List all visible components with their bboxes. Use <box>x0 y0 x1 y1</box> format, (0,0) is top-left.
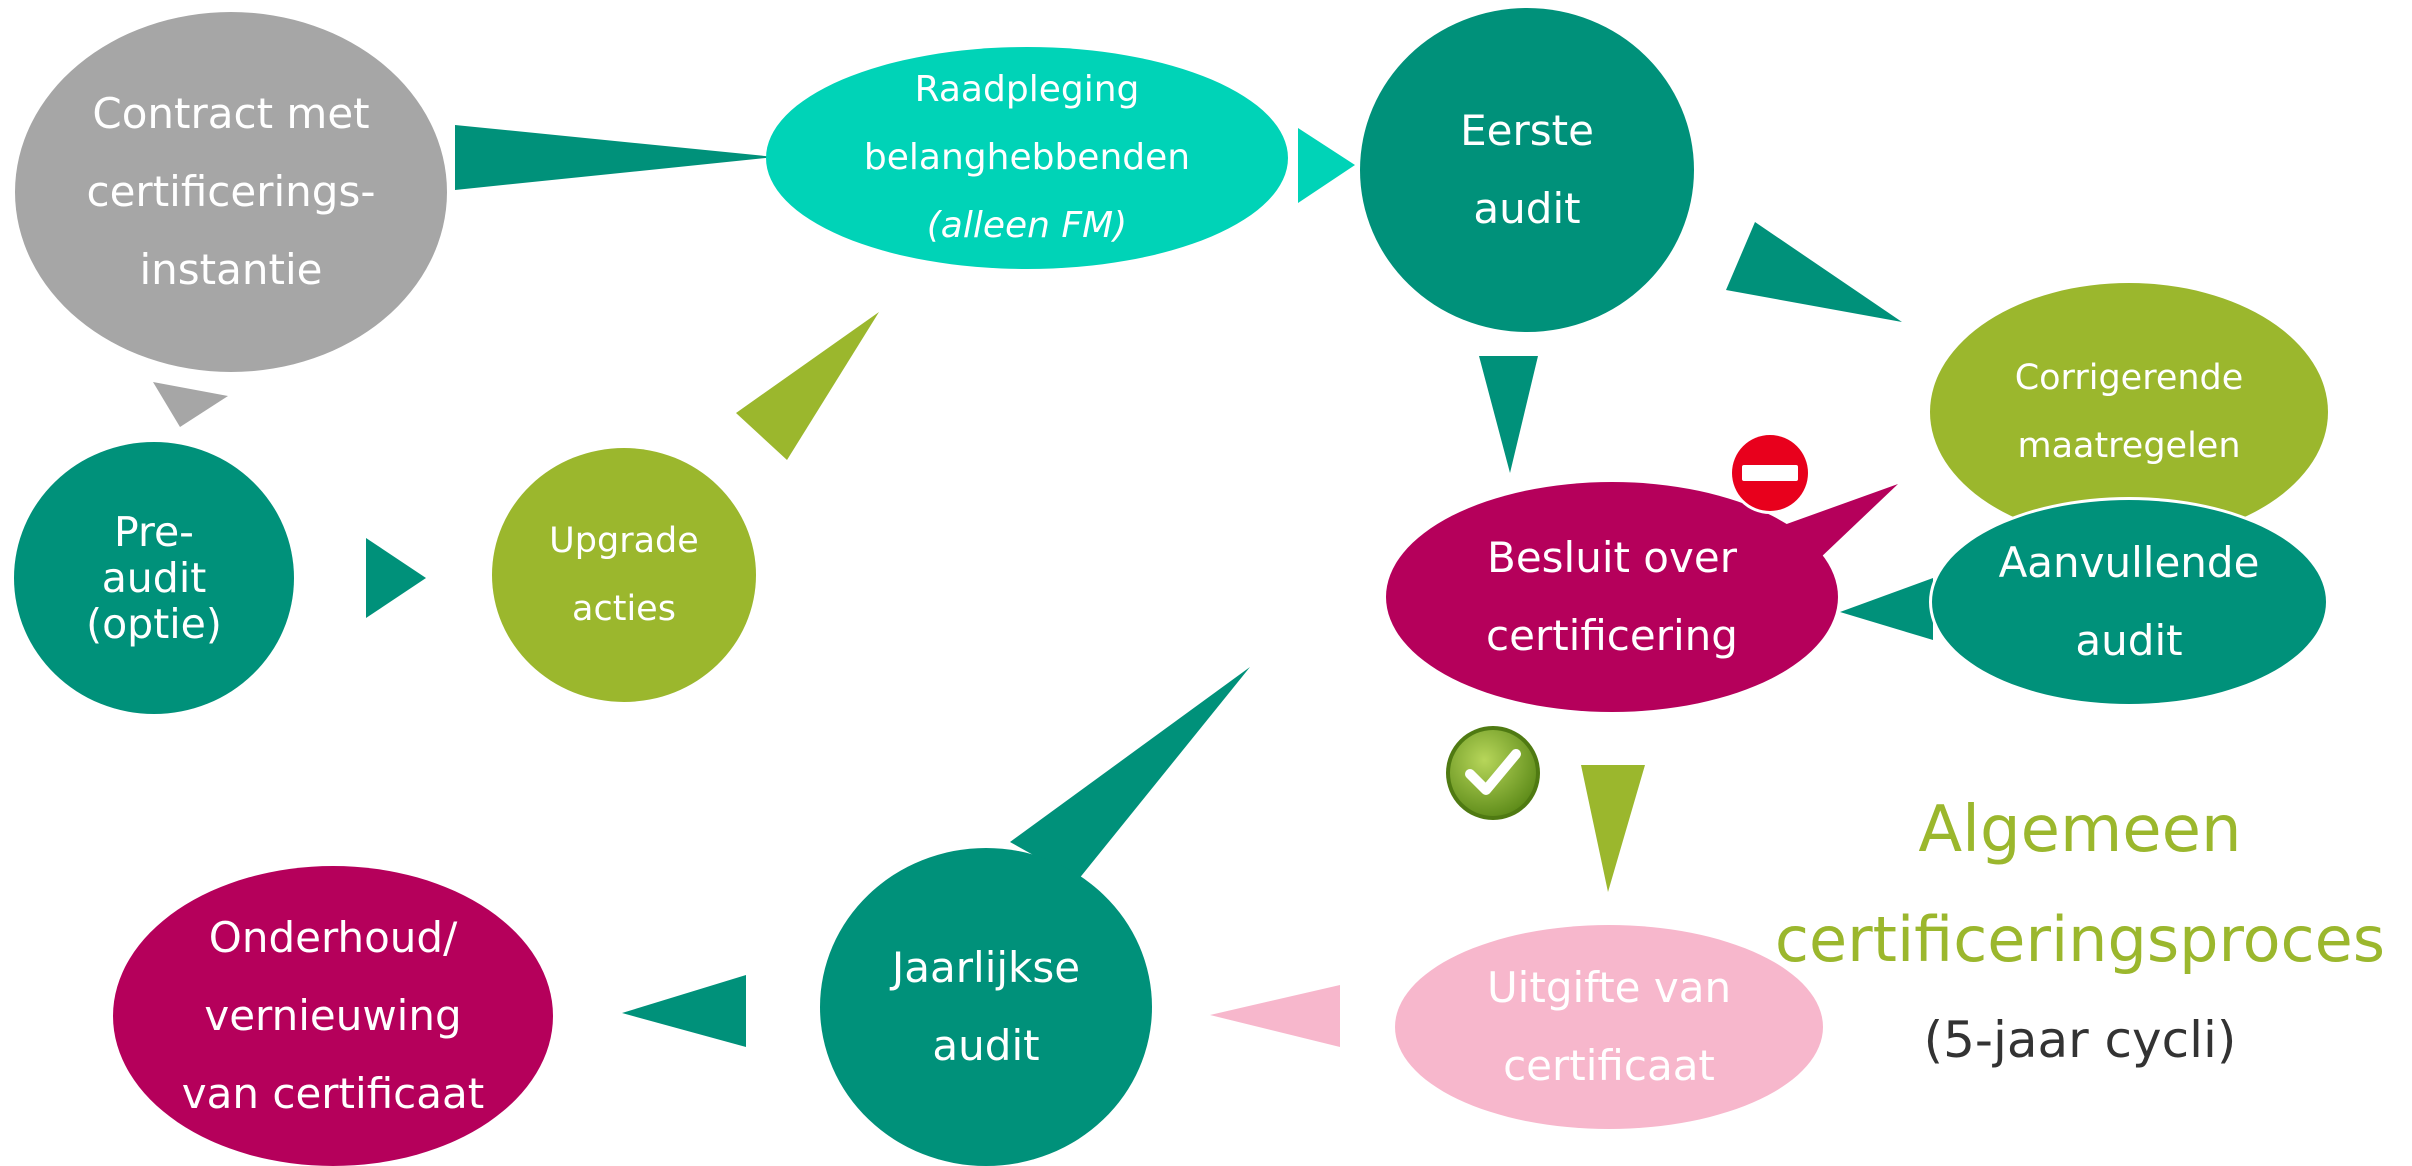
arrow-jaarlijkse-to-onderhoud <box>622 975 746 1047</box>
node-jaarlijkse-line-2: audit <box>932 1021 1040 1070</box>
node-contract: Contract met certificerings- instantie <box>15 12 447 372</box>
node-onderhoud: Onderhoud/ vernieuwing van certificaat <box>113 866 553 1166</box>
node-uitgifte-line-2: certificaat <box>1503 1041 1715 1090</box>
node-upgrade-line-1: Upgrade <box>549 521 699 561</box>
node-contract-line-1: Contract met <box>92 89 370 138</box>
node-raadpleging-line-3: (alleen FM) <box>926 205 1128 246</box>
node-jaarlijkse: Jaarlijkse audit <box>820 848 1152 1166</box>
node-raadpleging-line-2: belanghebbenden <box>863 137 1191 178</box>
node-aanvullende: Aanvullende audit <box>1929 497 2329 707</box>
check-circle-icon <box>1446 726 1540 820</box>
node-eerste-audit-line-1: Eerste <box>1460 106 1594 155</box>
arrow-jaarlijkse-to-besluit <box>1010 667 1250 880</box>
node-pre-audit-line-2: audit <box>101 554 207 602</box>
node-onderhoud-line-2: vernieuwing <box>204 991 462 1040</box>
node-uitgifte: Uitgifte van certificaat <box>1395 925 1823 1129</box>
node-eerste-audit: Eerste audit <box>1360 8 1694 332</box>
node-aanvullende-line-1: Aanvullende <box>1998 538 2260 587</box>
diagram-title-line-2: certificeringsproces <box>1774 903 2386 976</box>
node-pre-audit: Pre- audit (optie) <box>14 442 294 714</box>
arrow-eerste-audit-to-besluit <box>1479 356 1538 473</box>
diagram-subtitle: (5-jaar cycli) <box>1923 1011 2237 1069</box>
arrow-corrigerende-to-eerste-audit <box>1726 222 1902 322</box>
node-besluit: Besluit over certificering <box>1386 482 1838 712</box>
node-raadpleging: Raadpleging belanghebbenden (alleen FM) <box>766 47 1288 269</box>
node-corrigerende-line-1: Corrigerende <box>2014 358 2244 398</box>
node-contract-line-2: certificerings- <box>86 167 376 216</box>
node-aanvullende-line-2: audit <box>2075 616 2183 665</box>
node-corrigerende-line-2: maatregelen <box>2017 426 2241 466</box>
arrow-raadpleging-to-eerste-audit <box>1298 128 1355 203</box>
no-entry-icon <box>1729 432 1811 514</box>
node-upgrade-line-2: acties <box>572 589 676 629</box>
node-onderhoud-line-3: van certificaat <box>181 1069 485 1118</box>
node-pre-audit-line-1: Pre- <box>114 508 194 556</box>
arrow-aanvullende-to-besluit <box>1840 578 1933 640</box>
node-raadpleging-line-1: Raadpleging <box>914 69 1140 110</box>
node-onderhoud-line-1: Onderhoud/ <box>208 913 458 962</box>
node-jaarlijkse-line-1: Jaarlijkse <box>891 943 1081 992</box>
arrow-pre-audit-to-upgrade <box>366 538 426 618</box>
diagram-title-line-1: Algemeen <box>1918 793 2242 867</box>
node-pre-audit-line-3: (optie) <box>86 600 222 648</box>
arrow-uitgifte-to-jaarlijkse <box>1210 985 1340 1047</box>
node-uitgifte-line-1: Uitgifte van <box>1486 963 1732 1012</box>
arrow-contract-to-raadpleging <box>455 125 775 190</box>
diagram-title: Algemeen certificeringsproces (5-jaar cy… <box>1760 776 2400 1084</box>
arrow-contract-to-pre-audit <box>153 382 228 427</box>
arrow-upgrade-to-raadpleging <box>736 312 879 460</box>
node-besluit-line-1: Besluit over <box>1487 533 1737 582</box>
node-upgrade: Upgrade acties <box>492 448 756 702</box>
node-contract-line-3: instantie <box>139 245 323 294</box>
node-eerste-audit-line-2: audit <box>1473 184 1581 233</box>
node-besluit-line-2: certificering <box>1486 611 1738 660</box>
arrow-besluit-to-uitgifte <box>1581 765 1645 892</box>
